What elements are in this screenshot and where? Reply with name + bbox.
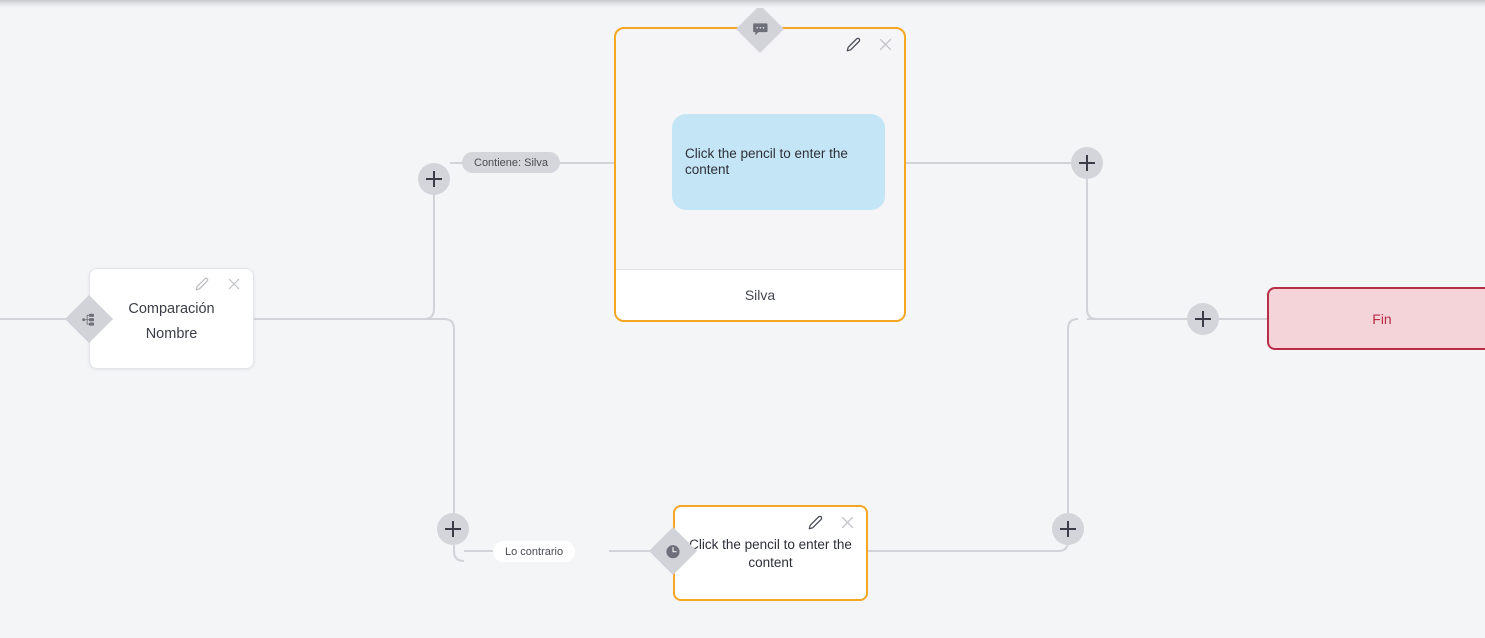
pencil-icon[interactable] — [806, 513, 824, 531]
message-node-bottom-actions[interactable] — [806, 513, 856, 531]
comparison-node-actions[interactable] — [193, 275, 243, 293]
branch-icon-badge[interactable] — [64, 294, 114, 344]
end-node-label: Fin — [1372, 310, 1392, 327]
add-button-merge-top[interactable] — [1071, 147, 1103, 179]
edge-label-lo-contrario[interactable]: Lo contrario — [493, 541, 576, 562]
message-node-bottom[interactable]: Click the pencil to enter the content — [673, 505, 868, 601]
branch-icon — [82, 312, 97, 327]
message-content-bubble[interactable]: Click the pencil to enter the content — [672, 114, 885, 210]
message-node-bottom-text: Click the pencil to enter the content — [689, 537, 852, 570]
add-button-merge-bottom[interactable] — [1052, 513, 1084, 545]
comparison-node-title: Comparación — [128, 301, 215, 317]
close-icon[interactable] — [876, 35, 894, 53]
close-icon[interactable] — [225, 275, 243, 293]
pencil-icon[interactable] — [193, 275, 211, 293]
message-node-top-actions[interactable] — [844, 35, 894, 53]
add-button-branch-true[interactable] — [418, 163, 450, 195]
message-icon — [752, 22, 768, 36]
message-node-top[interactable]: Click the pencil to enter the content Si… — [614, 27, 906, 322]
clock-icon — [666, 544, 681, 559]
message-node-footer: Silva — [616, 269, 904, 320]
end-node[interactable]: Fin — [1267, 287, 1485, 350]
close-icon[interactable] — [838, 513, 856, 531]
clock-icon-badge[interactable] — [648, 526, 698, 576]
comparison-node[interactable]: Comparación Nombre — [89, 268, 254, 369]
add-button-before-end[interactable] — [1187, 303, 1219, 335]
add-button-branch-false[interactable] — [437, 513, 469, 545]
edge-label-contiene[interactable]: Contiene: Silva — [462, 152, 560, 173]
pencil-icon[interactable] — [844, 35, 862, 53]
message-bubble-text: Click the pencil to enter the content — [685, 146, 848, 177]
top-edge-gradient — [0, 0, 1485, 8]
comparison-node-subtitle: Nombre — [145, 326, 198, 342]
message-icon-badge[interactable] — [735, 4, 785, 54]
